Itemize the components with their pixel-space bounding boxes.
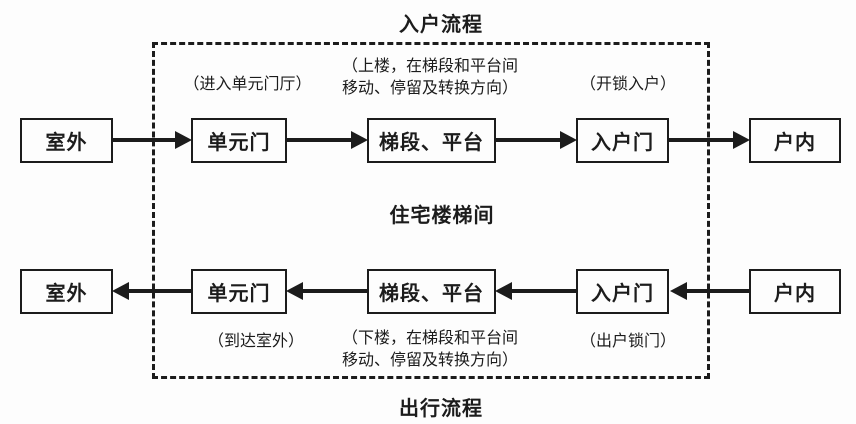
entry-node-unit-door: 单元门	[191, 118, 287, 163]
exit-annotation-stairs: （下楼，在梯段和平台间 移动、停留及转换方向）	[341, 330, 518, 369]
arrow-left-icon	[495, 282, 577, 300]
arrow-right-icon	[495, 131, 577, 149]
exit-node-unit-door: 单元门	[191, 269, 287, 314]
arrow-right-icon	[112, 131, 192, 149]
entry-node-stairs-landing: 梯段、平台	[367, 118, 496, 163]
exit-node-indoor: 户内	[749, 269, 841, 314]
entry-annotation-unit-door: （进入单元门厅）	[183, 76, 312, 93]
exit-annotation-unit-door: （到达室外）	[207, 333, 304, 350]
entry-node-indoor: 户内	[749, 118, 841, 163]
entry-node-outdoor: 室外	[20, 118, 113, 163]
exit-node-entry-door: 入户门	[576, 269, 669, 314]
exit-annotation-entry-door: （出户锁门）	[579, 333, 676, 350]
entry-annotation-entry-door: （开锁入户）	[579, 76, 676, 93]
arrow-right-icon	[286, 131, 368, 149]
exit-node-outdoor: 室外	[20, 269, 113, 314]
exit-node-stairs-landing: 梯段、平台	[367, 269, 496, 314]
arrow-left-icon	[112, 282, 192, 300]
entry-annotation-stairs: （上楼，在梯段和平台间 移动、停留及转换方向）	[341, 58, 518, 97]
staircase-boundary	[152, 42, 710, 379]
entry-flow-title: 入户流程	[399, 14, 483, 36]
arrow-left-icon	[286, 282, 368, 300]
entry-node-entry-door: 入户门	[576, 118, 669, 163]
arrow-left-icon	[670, 282, 750, 300]
exit-flow-title: 出行流程	[399, 398, 483, 420]
arrow-right-icon	[668, 131, 750, 149]
staircase-label: 住宅楼梯间	[389, 205, 495, 227]
